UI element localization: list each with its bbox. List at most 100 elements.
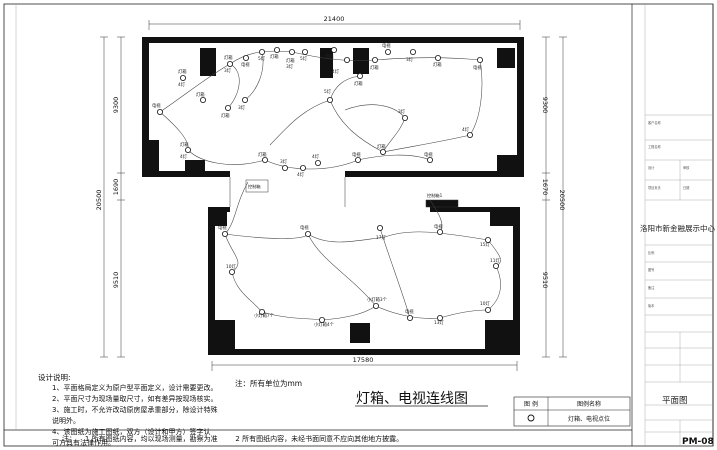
legend-col-symbol: 图 例	[524, 400, 538, 408]
legend-table: 图 例 图例名称 灯箱、电视点位	[513, 396, 631, 427]
bottom-note: 注： 1 所有图纸内容，均以现场测量，勘察为准 2 所有图纸内容，未经书面同意不…	[62, 434, 403, 444]
fixture-labels-lower: 电视 电视 17灯 电视 15灯 10灯 11灯 小灯箱7个 小灯箱4个 小灯箱…	[218, 223, 500, 328]
fixture-label: 小灯箱7个	[254, 312, 275, 319]
fixture-label: 3灯	[238, 104, 246, 111]
dim-right-upper: 9300	[541, 97, 549, 114]
legend-item-name: 灯箱、电视点位	[568, 415, 610, 423]
fixture-label: 4灯	[332, 68, 340, 75]
fixture-label: 10灯	[480, 300, 490, 307]
bottom-note-prefix: 注：	[62, 435, 76, 443]
fixture-labels-upper: 电视 灯箱 4灯 灯箱 灯箱 3灯 电视 5灯 灯箱 灯箱 3灯 5灯 电视 4…	[152, 42, 482, 178]
fixture-label: 灯箱	[286, 57, 295, 64]
tb-field: 客户名称	[648, 121, 661, 125]
fixture-label: 3灯	[286, 63, 294, 70]
fixture-label: 3灯	[406, 56, 414, 63]
dim-left-mid: 1690	[112, 179, 120, 196]
fixture-label: 17灯	[376, 234, 386, 241]
dimension-lines	[100, 20, 567, 371]
fixture-label: 5灯	[324, 88, 332, 95]
tb-field: 图号	[648, 268, 655, 272]
fixture-label: 电视	[382, 42, 391, 49]
fixture-label: 灯箱	[433, 61, 442, 68]
fixture-label: 4灯	[312, 153, 320, 160]
fixture-label: 4灯	[178, 81, 186, 88]
fixture-label: 5灯	[258, 55, 266, 62]
corridor	[229, 177, 459, 208]
fixture-label: 灯箱	[224, 54, 233, 61]
fixture-label: 11灯	[490, 257, 500, 264]
fixture-label: 电视	[152, 102, 161, 109]
tb-field: 审核	[683, 166, 690, 170]
fixture-label: 电视	[352, 151, 361, 158]
dim-bottom-width: 17580	[353, 356, 374, 364]
fixture-label: 电视	[424, 151, 433, 158]
fixture-label: 4灯	[180, 153, 188, 160]
fixture-label: 3灯	[224, 67, 232, 74]
design-note-item: 1、平面格局定义为原户型平面定义，设计需要更改。	[52, 384, 218, 392]
bottom-note-item-1: 1 所有图纸内容，均以现场测量，勘察为准	[84, 435, 218, 443]
dim-right-lower: 9510	[541, 272, 549, 289]
tb-field: 日期	[683, 186, 690, 190]
fixture-label: 10灯	[226, 263, 236, 270]
fixture-label: 灯箱	[370, 64, 379, 71]
fixture-label: 13灯	[434, 319, 444, 326]
drawing-name: 平面图	[662, 396, 688, 406]
fixture-label: 灯箱	[221, 112, 230, 119]
fixture-points	[156, 47, 499, 323]
legend-fixture-icon	[527, 414, 535, 422]
tb-field: 设计	[648, 166, 655, 170]
design-note-item: 4、该图纸为施工图纸，双方（设计和甲方）签字认	[52, 428, 211, 436]
upper-room-walls	[142, 37, 524, 177]
fixture-label: 小灯箱4个	[314, 321, 335, 328]
fixture-label: 电视	[473, 64, 482, 71]
tb-field: 版本	[648, 304, 655, 308]
fixture-label: 灯箱	[377, 143, 386, 150]
fixture-label: 5灯	[300, 55, 308, 62]
sheet-number: PM-08	[682, 437, 714, 447]
project-name: 洛阳市新金融展示中心	[640, 224, 715, 233]
fixture-label: 电视	[325, 53, 334, 60]
fixture-label: 电视	[405, 308, 414, 315]
fixture-label: 灯箱	[180, 141, 189, 148]
dim-left-lower: 9510	[112, 272, 120, 289]
fixture-label: 电视	[434, 223, 443, 230]
dim-right-total: 20500	[558, 190, 566, 211]
fixture-label: 4灯	[462, 126, 470, 133]
lower-room-walls	[208, 207, 520, 355]
tb-field: 工程名称	[648, 145, 661, 149]
fixture-label: 灯箱	[354, 80, 363, 87]
unit-note: 注：所有单位为mm	[235, 379, 303, 388]
bottom-note-item-2: 2 所有图纸内容，未经书面同意不应向其他地方披露。	[235, 435, 404, 443]
fixture-label: 电视	[300, 224, 309, 231]
dimension-labels: 21400 17580 9300 1690 20500 9510 9300 16…	[95, 15, 566, 364]
design-notes: 设计说明: 1、平面格局定义为原户型平面定义，设计需要更改。 2、平面尺寸为现场…	[38, 372, 217, 449]
legend-col-name: 图例名称	[577, 400, 601, 408]
fixture-label: 15灯	[480, 241, 490, 248]
dim-top-width: 21400	[324, 15, 345, 23]
fixture-label: 电视	[241, 61, 250, 68]
design-note-item: 2、平面尺寸为现场量取尺寸，如有差异按现场核实。	[52, 395, 218, 403]
tb-field: 项目负责	[648, 186, 661, 190]
title-block	[631, 4, 714, 446]
fixture-label: 灯箱	[196, 91, 205, 98]
drawing-title: 灯箱、电视连线图	[356, 391, 468, 407]
tb-field: 备注	[648, 286, 655, 290]
fixture-label: 3灯	[398, 108, 406, 115]
tb-field: 比例	[648, 251, 655, 255]
design-note-item: 可方具有法律作用。	[52, 439, 115, 447]
design-notes-heading: 设计说明:	[38, 373, 71, 382]
fixture-label: 4灯	[297, 171, 305, 178]
design-note-item: 说明外。	[52, 417, 80, 425]
dim-left-total: 20500	[95, 190, 103, 211]
fixture-label: 灯箱	[178, 68, 187, 75]
control-box-label: 控制箱	[248, 183, 261, 190]
fixture-label: 灯箱	[258, 151, 267, 158]
fixture-label: 灯箱	[270, 53, 279, 60]
fixture-label: 小灯箱3个	[367, 296, 388, 303]
fixture-label: 电视	[218, 224, 227, 231]
dim-right-mid: 1670	[541, 179, 549, 196]
dim-left-upper: 9300	[112, 97, 120, 114]
fixture-label: 3灯	[280, 158, 288, 165]
design-note-item: 3、施工时，不允许改动原房屋承重部分，除设计特殊	[52, 406, 218, 414]
